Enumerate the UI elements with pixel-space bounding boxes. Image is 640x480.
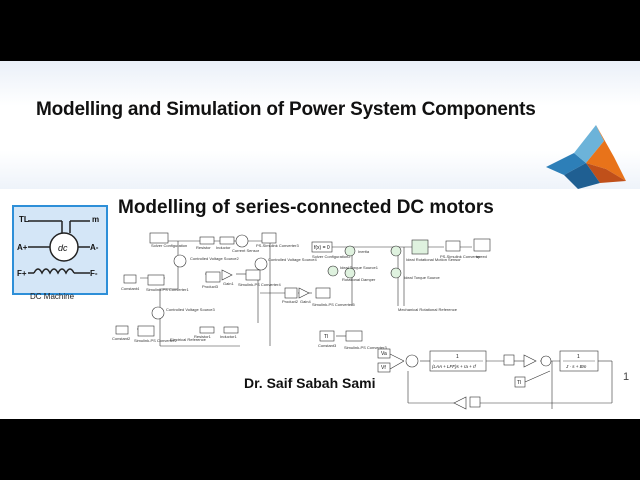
simulink-diagram: Solver Configuration Resistor Inductor C… <box>0 61 640 419</box>
label-cvs2: Controlled Voltage Source2 <box>190 256 239 261</box>
label-sps-conv1: Simulink-PS Converter1 <box>146 287 189 292</box>
label-ps-simulink-converter: PS-Simulink Converter <box>440 254 481 259</box>
label-its: Ideal Torque Source <box>404 275 441 280</box>
label-product3: Product3 <box>202 284 219 289</box>
label-mech-ref: Mechanical Rotational Reference <box>398 307 458 312</box>
label-gain4: Gain4 <box>300 299 311 304</box>
label-fx: f(x) = 0 <box>314 245 330 251</box>
label-tl: Tl <box>324 334 328 340</box>
label-solver2: Solver Configuration2 <box>312 254 351 259</box>
label-resistor: Resistor <box>196 245 211 250</box>
label-product2: Product2 <box>282 299 299 304</box>
label-va: Va <box>381 351 387 357</box>
label-sps-conv4: Simulink-PS Converter4 <box>238 282 281 287</box>
author: Dr. Saif Sabah Sami <box>244 375 376 391</box>
slide: Modelling and Simulation of Power System… <box>0 61 640 419</box>
label-constant4: Constant4 <box>121 286 140 291</box>
label-rotational-damper: Rotational Damper <box>342 277 376 282</box>
label-inductor: Inductor <box>216 245 231 250</box>
label-cvs3: Controlled Voltage Source3 <box>166 307 215 312</box>
label-inductor1: Inductor1 <box>220 334 237 339</box>
label-constant2: Constant2 <box>112 336 131 341</box>
label-ps-simulink-conv3: PS-Simulink Converter3 <box>256 243 299 248</box>
label-tl-input: Tl <box>517 380 521 386</box>
label-cvs4: Controlled Voltage Source4 <box>268 257 317 262</box>
label-solver1: Solver Configuration <box>151 243 187 248</box>
label-vf: Vf <box>381 365 386 371</box>
label-sps-conv5: Simulink-PS Converter5 <box>312 302 355 307</box>
tf2-num: 1 <box>577 354 580 360</box>
tf2-den: J · s + Bm <box>565 364 587 369</box>
label-constant3: Constant3 <box>318 343 337 348</box>
tf1-num: 1 <box>456 354 459 360</box>
label-gain1: Gain1 <box>223 281 234 286</box>
label-speed: speed <box>476 254 487 259</box>
label-inertia: Inertia <box>358 249 370 254</box>
label-electrical-reference: Electrical Reference <box>170 337 207 342</box>
tf1-den: (LAA + LFF)s + ra + rf <box>432 364 476 369</box>
label-current-sensor: Current Sensor <box>232 248 260 253</box>
page-number: 1 <box>623 371 629 383</box>
label-sps-conv3: Simulink-PS Converter3 <box>344 345 387 350</box>
label-its1: Ideal Torque Source1 <box>340 265 379 270</box>
